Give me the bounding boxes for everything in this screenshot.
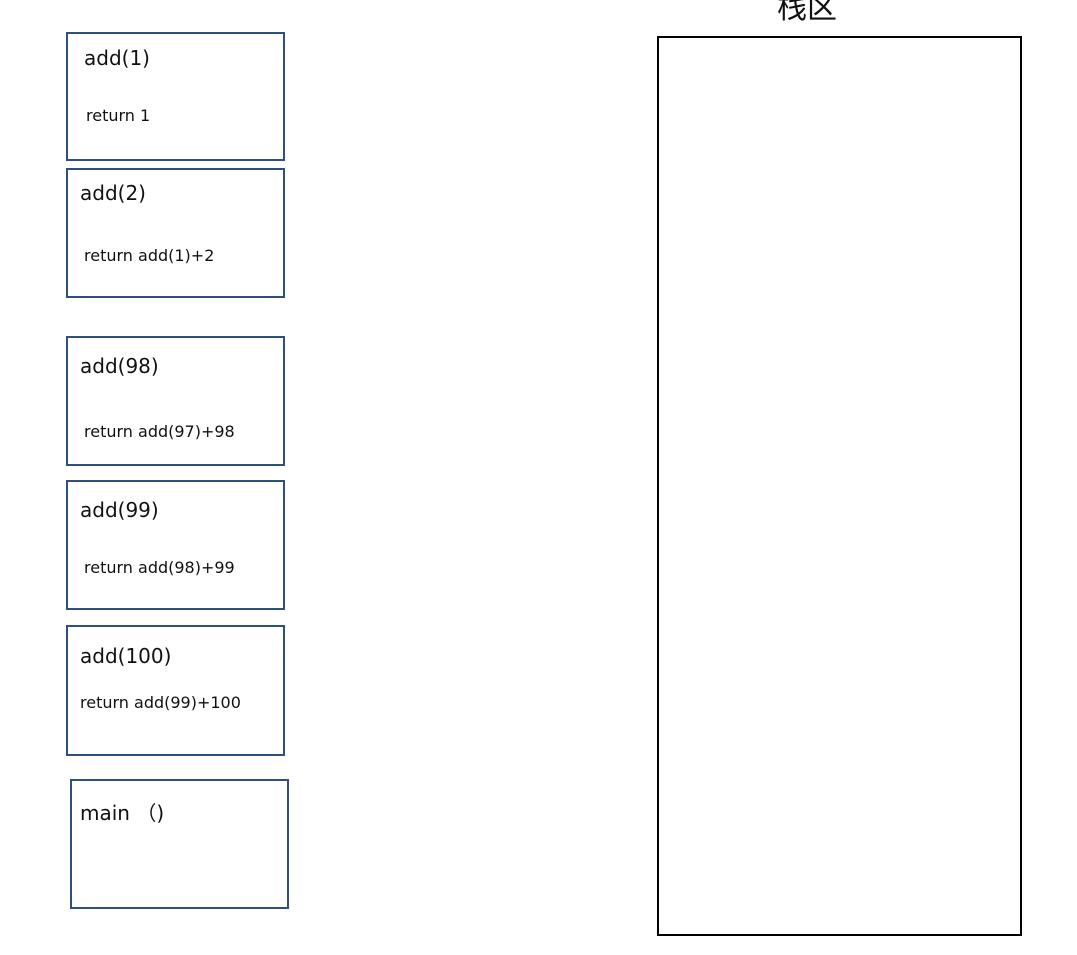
frame-function-label: add(98) [80,354,159,378]
frame-return-label: return add(97)+98 [84,422,235,441]
stack-area-title: 栈区 [777,0,837,26]
frame-return-label: return 1 [86,106,151,125]
stack-frame-add-99: add(99) return add(98)+99 [66,480,285,610]
stack-frame-add-1: add(1) return 1 [66,32,285,161]
frame-return-label: return add(98)+99 [84,558,235,577]
frame-function-label: main （) [80,801,165,825]
stack-frame-main: main （) [70,779,289,909]
frame-return-label: return add(99)+100 [80,693,241,712]
frame-function-label: add(99) [80,498,159,522]
stack-frame-add-100: add(100) return add(99)+100 [66,625,285,756]
frame-function-label: add(1) [84,46,150,70]
stack-frame-add-2: add(2) return add(1)+2 [66,168,285,298]
stack-frame-add-98: add(98) return add(97)+98 [66,336,285,466]
frame-function-label: add(100) [80,644,172,668]
stack-area [657,36,1022,936]
frame-function-label: add(2) [80,181,146,205]
frame-return-label: return add(1)+2 [84,246,215,265]
